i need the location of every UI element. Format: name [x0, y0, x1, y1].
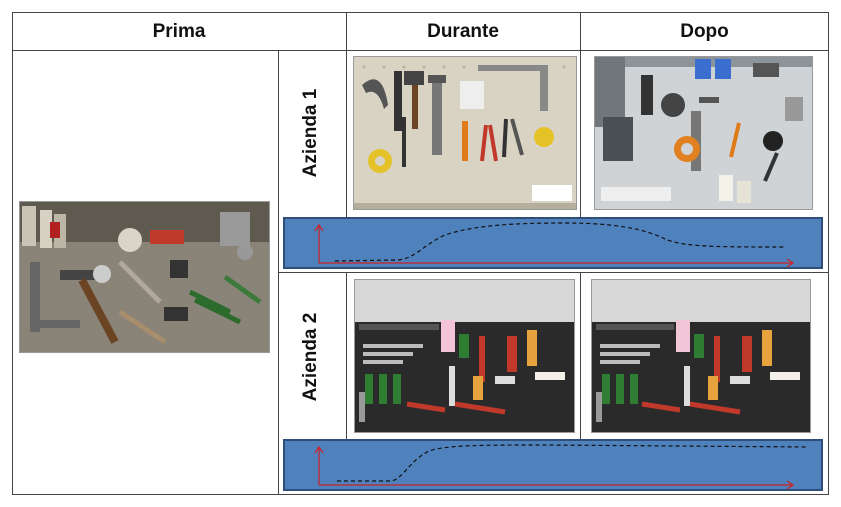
azienda1-trend-band [283, 217, 823, 269]
header-prima: Prima [152, 20, 206, 42]
azienda1-trend-curve [334, 222, 786, 262]
azienda2-trend-y-arrow [314, 445, 324, 454]
azienda1-dopo-photo [594, 56, 813, 210]
row-label-azienda-1: Azienda 1 [300, 88, 321, 178]
table-border-col-dopo [580, 12, 581, 218]
table-border-row-divider [278, 272, 829, 273]
azienda2-trend-curve [337, 444, 808, 482]
table-border-header [12, 50, 829, 51]
table-border-col-durante [346, 50, 347, 218]
azienda2-durante-photo [354, 279, 575, 433]
azienda1-durante-photo [353, 56, 577, 210]
table-border-left [12, 12, 13, 495]
table-border-top [12, 12, 829, 13]
header-dopo: Dopo [680, 20, 729, 42]
header-durante: Durante [427, 20, 499, 42]
table-border-bottom [12, 494, 829, 495]
azienda1-trend-y-arrow [314, 223, 324, 232]
prima-workbench-photo [19, 201, 270, 353]
row-label-azienda-2: Azienda 2 [300, 312, 321, 402]
azienda2-dopo-photo [591, 279, 811, 433]
table-border-col-dopo-2 [580, 272, 581, 440]
azienda2-trend-band [283, 439, 823, 491]
table-border-col-label [278, 50, 279, 495]
table-border-col-durante-2 [346, 272, 347, 440]
azienda1-trend-x-arrow [786, 258, 795, 267]
table-border-right [828, 12, 829, 495]
azienda2-trend-x-arrow [786, 480, 795, 489]
table-border-col-prima [346, 12, 347, 52]
